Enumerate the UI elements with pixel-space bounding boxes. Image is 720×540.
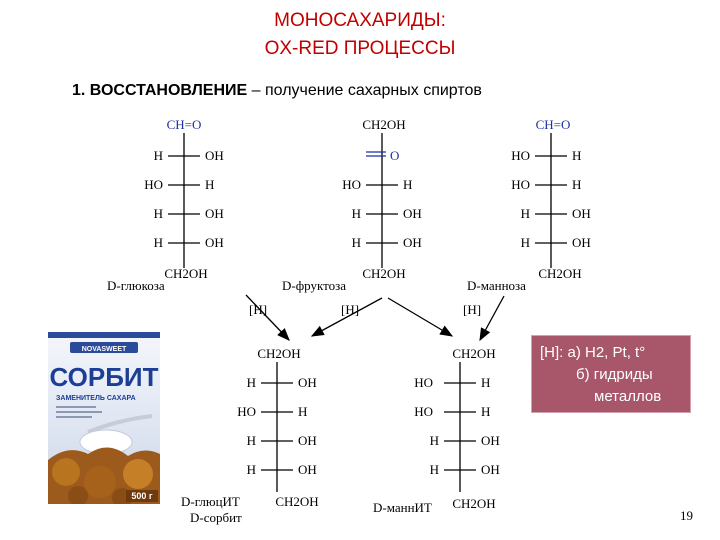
fructose-c5-left: H [352, 235, 361, 250]
mannitol-name-prefix: D-манн [373, 500, 415, 515]
slide-title-line2: OX-RED ПРОЦЕССЫ [264, 38, 456, 59]
glucitol-c4-right: OH [298, 433, 317, 448]
slide-title-line1: МОНОСАХАРИДЫ: [274, 10, 446, 31]
glucitol-bottom: CH2OH [275, 494, 318, 509]
mannose-c2-left: HO [511, 148, 530, 163]
mannose-c5-right: OH [572, 235, 591, 250]
glucose-c2-right: OH [205, 148, 224, 163]
mannitol-c4-right: OH [481, 433, 500, 448]
glucitol-name: D-глюцИТ [181, 494, 240, 509]
glucitol-name-suffix: ИТ [223, 494, 240, 509]
fructose-fischer: CH2OH O HO H H OH H OH CH2OH D-фруктоза [282, 117, 422, 293]
fructose-name: D-фруктоза [282, 278, 346, 293]
mannitol-c2-left: HO [414, 375, 433, 390]
glucose-fischer: CH=O H OH HO H H OH H OH CH2OH D-глюкоза [107, 117, 224, 293]
arrow-label-right: [H] [463, 302, 481, 317]
section-heading-rest: – получение сахарных спиртов [247, 82, 482, 99]
arrow-fructose-left [310, 297, 383, 337]
mannose-name: D-манноза [467, 278, 526, 293]
section-heading-bold: 1. ВОССТАНОВЛЕНИЕ [72, 82, 248, 99]
glucitol-c3-right: H [298, 404, 307, 419]
product-name: СОРБИТ [50, 362, 159, 392]
glucose-c3-right: H [205, 177, 214, 192]
glucose-c3-left: HO [144, 177, 163, 192]
mannitol-fischer: CH2OH HO H HO H H OH H OH CH2OH D-маннИТ [373, 346, 500, 515]
fructose-c4-right: OH [403, 206, 422, 221]
glucose-c5-right: OH [205, 235, 224, 250]
product-brand: NOVASWEET [82, 346, 127, 353]
arrow-fructose-right [387, 297, 454, 337]
mannose-c3-left: HO [511, 177, 530, 192]
glucose-bottom: CH2OH [164, 266, 207, 281]
glucitol-c5-left: H [247, 462, 256, 477]
section-heading: 1. ВОССТАНОВЛЕНИЕ – получение сахарных с… [72, 82, 482, 100]
glucitol-top: CH2OH [257, 346, 300, 361]
mannitol-bottom: CH2OH [452, 496, 495, 511]
product-tagline: ЗАМЕНИТЕЛЬ САХАРА [56, 395, 136, 402]
glucose-c2-left: H [154, 148, 163, 163]
fructose-c4-left: H [352, 206, 361, 221]
mannose-bottom: CH2OH [538, 266, 581, 281]
fructose-keto-o: O [390, 148, 399, 163]
mannitol-c2-right: H [481, 375, 490, 390]
mannitol-top: CH2OH [452, 346, 495, 361]
glucose-top: CH=O [167, 117, 202, 132]
reduction-arrows: [H] [H] [H] [245, 294, 505, 342]
reagent-note-line3: металлов [594, 388, 662, 405]
mannitol-c5-left: H [430, 462, 439, 477]
arrow-label-left: [H] [249, 302, 267, 317]
fructose-top: CH2OH [362, 117, 405, 132]
glucose-name: D-глюкоза [107, 278, 165, 293]
arrow-label-middle: [H] [341, 302, 359, 317]
mannose-c4-right: OH [572, 206, 591, 221]
glucose-c4-left: H [154, 206, 163, 221]
mannitol-name-suffix: ИТ [415, 500, 432, 515]
fructose-bottom: CH2OH [362, 266, 405, 281]
mannitol-name: D-маннИТ [373, 500, 432, 515]
glucitol-name-prefix: D-глюц [181, 494, 223, 509]
mannose-c2-right: H [572, 148, 581, 163]
product-weight: 500 г [131, 491, 153, 501]
mannose-top: CH=O [536, 117, 571, 132]
arrow-mannose [479, 295, 505, 342]
glucose-c4-right: OH [205, 206, 224, 221]
sorbitol-name: D-сорбит [190, 510, 242, 525]
glucitol-fischer: CH2OH H OH HO H H OH H OH CH2OH D-глюцИТ… [181, 346, 319, 525]
reagent-note: [H]: а) H2, Pt, t° б) гидриды металлов [531, 335, 691, 413]
mannitol-c3-right: H [481, 404, 490, 419]
fructose-c3-left: HO [342, 177, 361, 192]
mannose-c3-right: H [572, 177, 581, 192]
glucitol-c4-left: H [247, 433, 256, 448]
mannitol-c3-left: HO [414, 404, 433, 419]
glucitol-c2-left: H [247, 375, 256, 390]
reagent-note-line1: [H]: а) H2, Pt, t° [540, 344, 646, 361]
sorbitol-product-image: NOVASWEET СОРБИТ ЗАМЕНИТЕЛЬ САХАРА 500 г [48, 332, 160, 504]
arrow-glucose [245, 294, 290, 341]
reagent-note-line2: б) гидриды [576, 366, 653, 383]
fructose-c5-right: OH [403, 235, 422, 250]
glucitol-c5-right: OH [298, 462, 317, 477]
page-number: 19 [680, 508, 693, 523]
mannose-c5-left: H [521, 235, 530, 250]
glucose-c5-left: H [154, 235, 163, 250]
mannitol-c5-right: OH [481, 462, 500, 477]
glucitol-c2-right: OH [298, 375, 317, 390]
glucitol-c3-left: HO [237, 404, 256, 419]
mannose-c4-left: H [521, 206, 530, 221]
mannitol-c4-left: H [430, 433, 439, 448]
mannose-fischer: CH=O HO H HO H H OH H OH CH2OH D-манноза [467, 117, 591, 293]
fructose-c3-right: H [403, 177, 412, 192]
